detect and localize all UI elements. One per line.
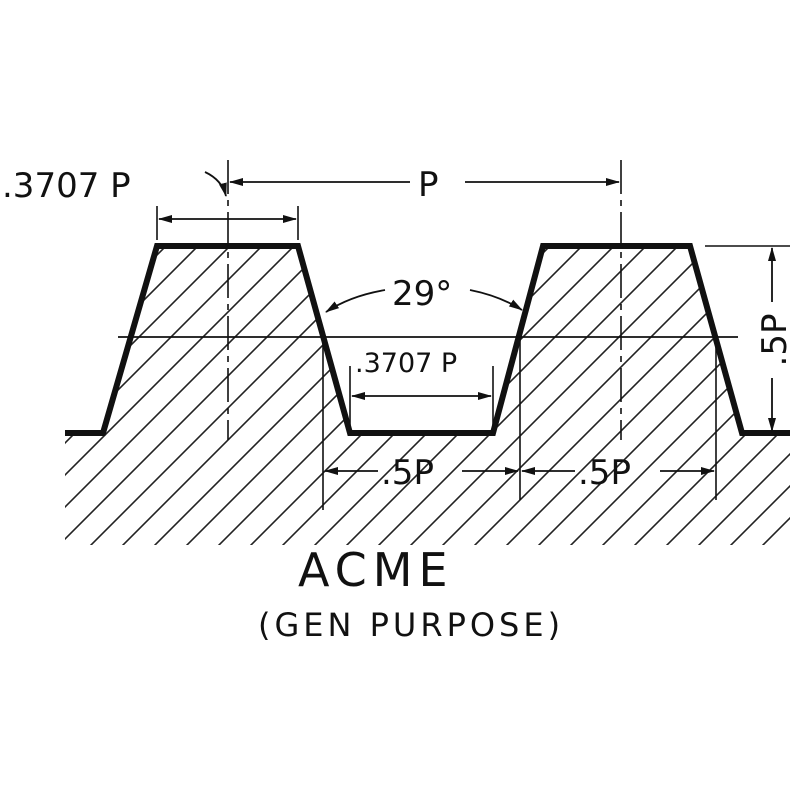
hatch-line: [65, 246, 349, 545]
hatch-line: [65, 246, 93, 545]
hatch-line: [65, 246, 157, 545]
hatch-line: [65, 246, 637, 545]
hatch-line: [65, 246, 221, 545]
hatch-line: [707, 246, 790, 545]
hatch-line: [387, 246, 790, 545]
hatch-line: [0, 0, 28, 600]
crest-width-leader: [204, 171, 227, 197]
thread-depth-label: .5P: [755, 314, 795, 367]
hatch-line: [291, 246, 790, 545]
hatch-line: [579, 246, 790, 545]
hatch-line: [65, 246, 509, 545]
pitch-label: P: [418, 165, 439, 205]
hatch-line: [675, 246, 790, 545]
hatch-line: [611, 246, 790, 545]
hatch-line: [65, 246, 605, 545]
hatch-line: [65, 246, 573, 545]
hatch-line: [67, 246, 669, 545]
hatch-line: [323, 246, 790, 545]
diagram-subtitle: (GEN PURPOSE): [258, 606, 564, 644]
hatch-line: [547, 246, 790, 545]
thread-angle-label: 29°: [392, 274, 452, 314]
thread-angle-arc-left: [325, 289, 386, 313]
root-width-label: .3707 P: [355, 348, 457, 379]
hatch-line: [643, 246, 790, 545]
hatch-line: [259, 246, 790, 545]
half-pitch-left-label: .5P: [381, 453, 434, 493]
half-pitch-right-label: .5P: [578, 453, 631, 493]
hatch-line: [65, 246, 477, 545]
diagram-title: ACME: [298, 543, 454, 597]
hatch-line: [515, 246, 790, 545]
hatch-line: [771, 246, 790, 545]
hatch-line: [65, 246, 125, 545]
thread-angle-arc-right: [469, 289, 523, 311]
hatch-line: [355, 246, 790, 545]
hatch-line: [163, 246, 765, 545]
thread-outline: [65, 243, 790, 436]
hatch-line: [739, 246, 790, 545]
hatch-line: [0, 0, 60, 600]
crest-width-label: .3707 P: [2, 166, 131, 206]
hatch-line: [65, 246, 541, 545]
